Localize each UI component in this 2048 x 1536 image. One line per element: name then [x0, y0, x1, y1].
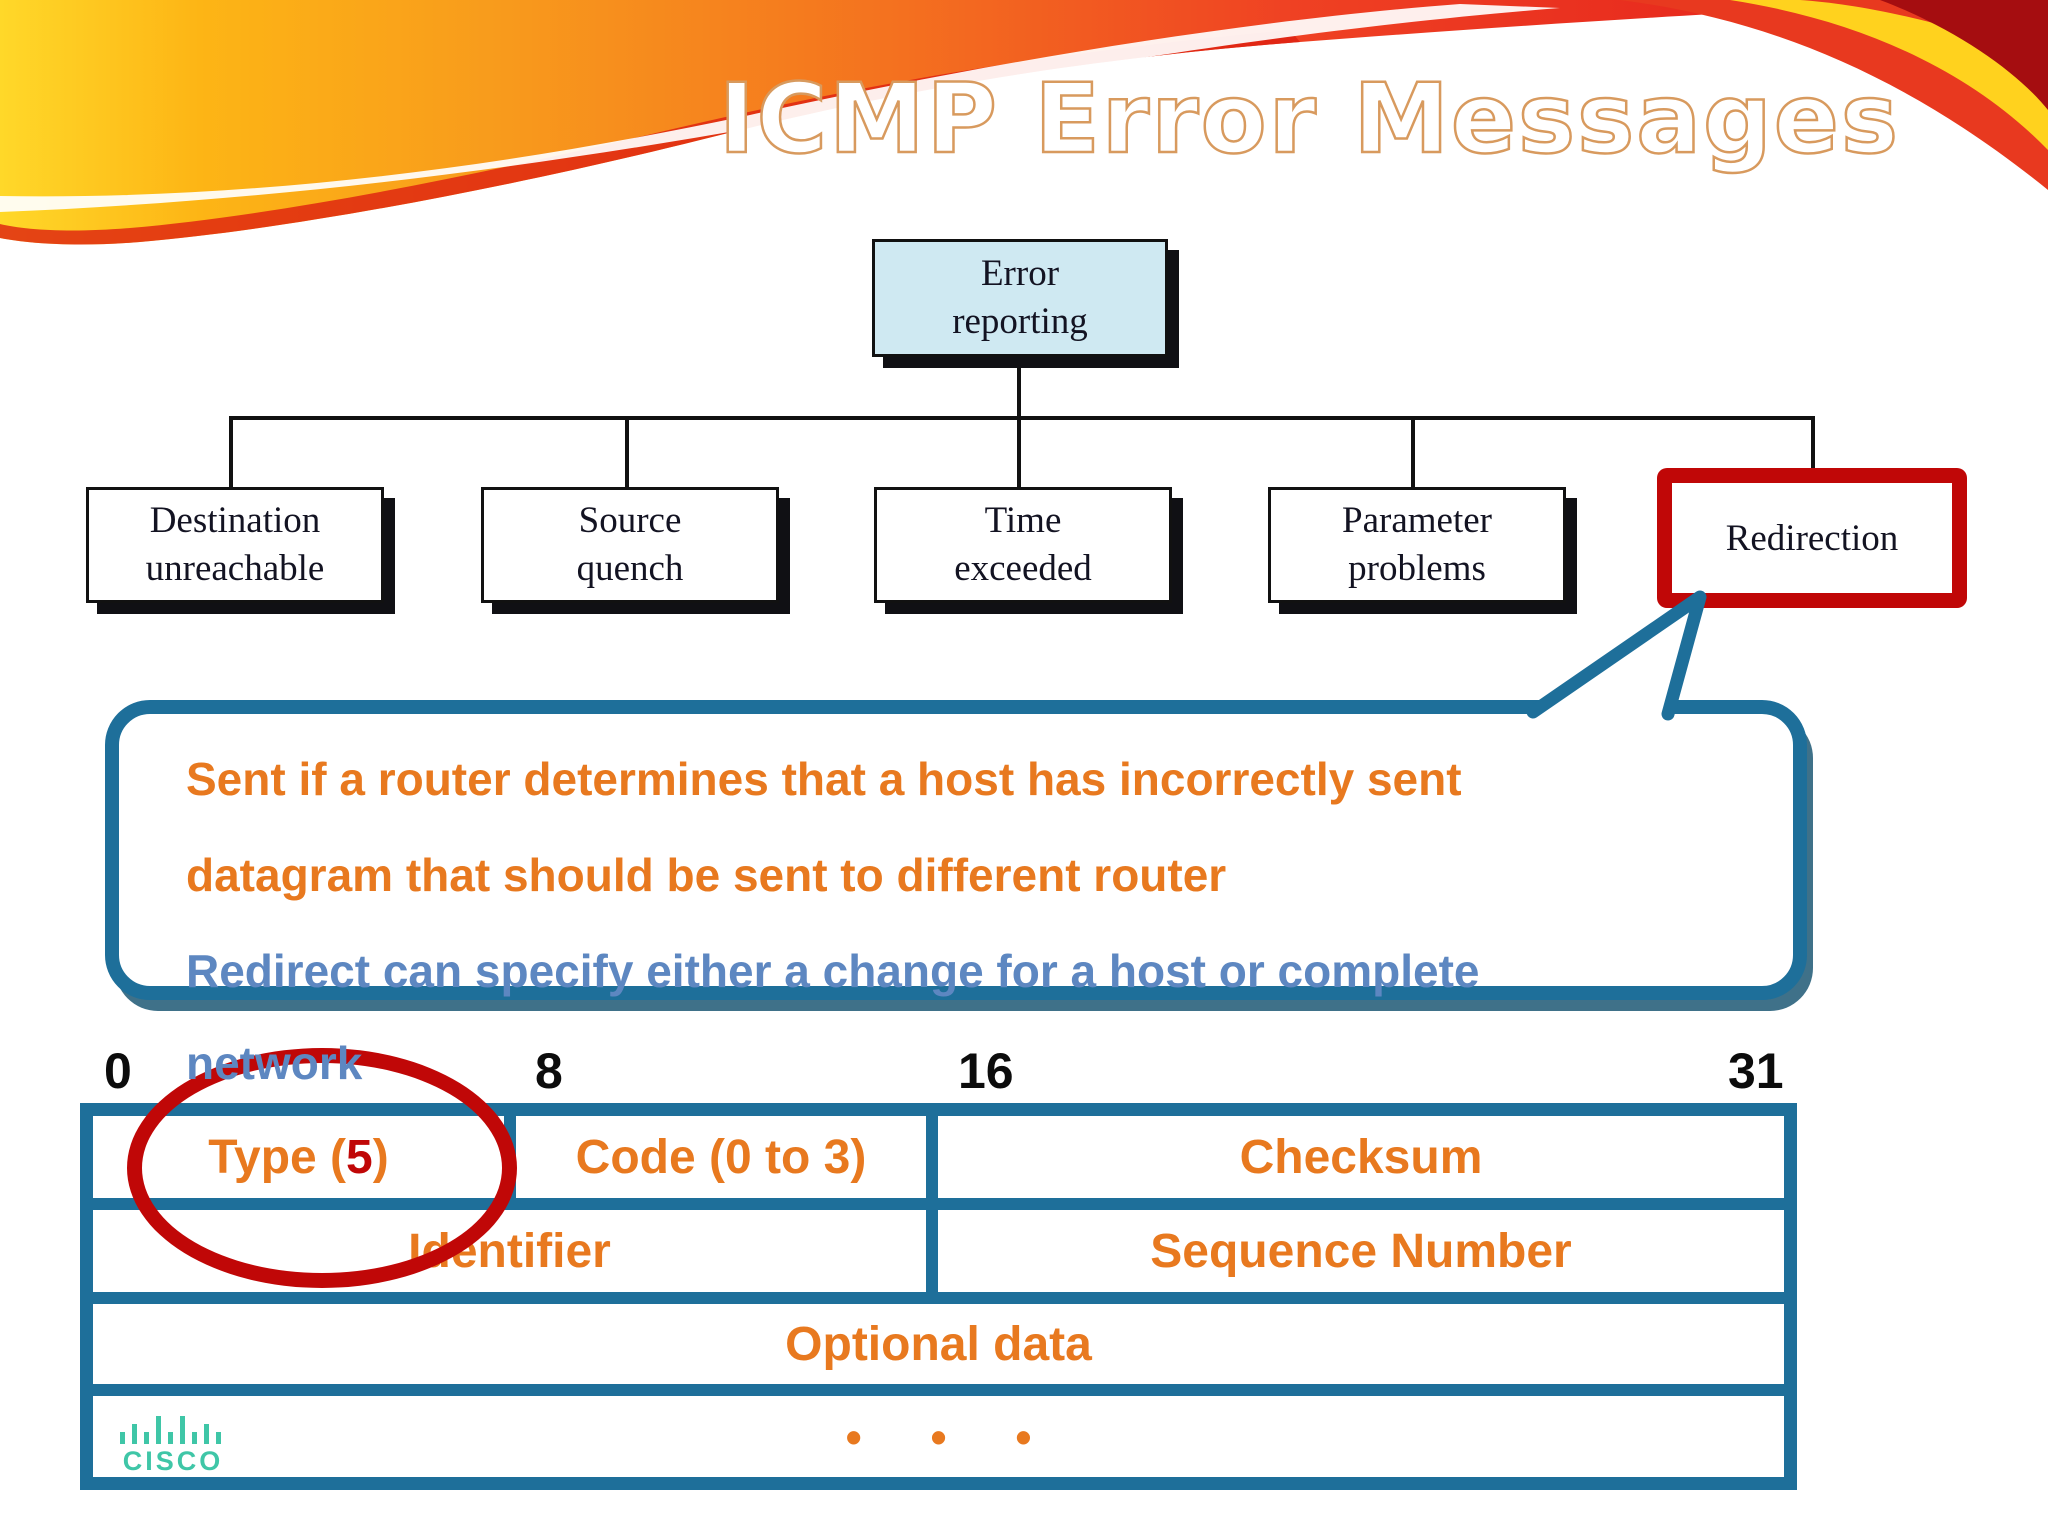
destination-unreachable-box: Destination unreachable — [86, 487, 384, 603]
box-label-line: exceeded — [954, 548, 1092, 589]
connector-drop-4 — [1411, 416, 1415, 488]
field-optional-data: Optional data — [93, 1304, 1784, 1384]
bit-label-8: 8 — [535, 1043, 563, 1099]
field-checksum: Checksum — [938, 1116, 1784, 1198]
cisco-logo: CISCO — [108, 1410, 238, 1477]
wave-decoration — [0, 0, 2048, 245]
callout-bubble — [105, 700, 1807, 1000]
callout-text-line4: network — [186, 1037, 363, 1089]
callout-text-line3: Redirect can specify either a change for… — [186, 945, 1480, 997]
bit-label-31: 31 — [1728, 1043, 1784, 1099]
redirection-box: Redirection — [1657, 468, 1967, 608]
connector-drop-1 — [229, 416, 233, 488]
callout-text-line1: Sent if a router determines that a host … — [186, 753, 1462, 805]
connector-drop-5 — [1811, 416, 1815, 470]
box-label-line: unreachable — [145, 548, 325, 589]
cisco-logo-bars-icon — [120, 1416, 221, 1444]
error-reporting-line1: Error — [980, 253, 1060, 294]
field-continuation-row: CISCO • • • — [93, 1396, 1784, 1477]
box-label-line: Destination — [149, 500, 321, 541]
box-label-line: Time — [984, 500, 1062, 541]
page-title: ICMP Error Messages — [719, 63, 1900, 175]
box-label-line: quench — [576, 548, 684, 589]
parameter-problems-box: Parameter problems — [1268, 487, 1566, 603]
callout-text-line2: datagram that should be sent to differen… — [186, 849, 1227, 901]
field-sequence-number: Sequence Number — [938, 1210, 1784, 1292]
continuation-dots: • • • — [845, 1410, 1060, 1463]
connector-horizontal — [229, 416, 1815, 420]
connector-drop-2 — [625, 416, 629, 488]
box-label-line: Parameter — [1342, 500, 1492, 541]
bit-label-0: 0 — [104, 1043, 132, 1099]
cisco-wordmark: CISCO — [122, 1446, 224, 1476]
box-label-line: problems — [1348, 548, 1486, 589]
time-exceeded-box: Time exceeded — [874, 487, 1172, 603]
connector-root-drop — [1017, 351, 1021, 418]
title-container: ICMP Error Messages — [718, 62, 1900, 177]
bit-label-16: 16 — [958, 1043, 1014, 1099]
error-reporting-box: Error reporting — [872, 239, 1168, 357]
redirection-label: Redirection — [1725, 517, 1899, 559]
field-code: Code (0 to 3) — [516, 1116, 926, 1198]
box-label-line: Source — [578, 500, 682, 541]
source-quench-box: Source quench — [481, 487, 779, 603]
connector-drop-3 — [1017, 416, 1021, 488]
error-reporting-line2: reporting — [952, 301, 1088, 342]
